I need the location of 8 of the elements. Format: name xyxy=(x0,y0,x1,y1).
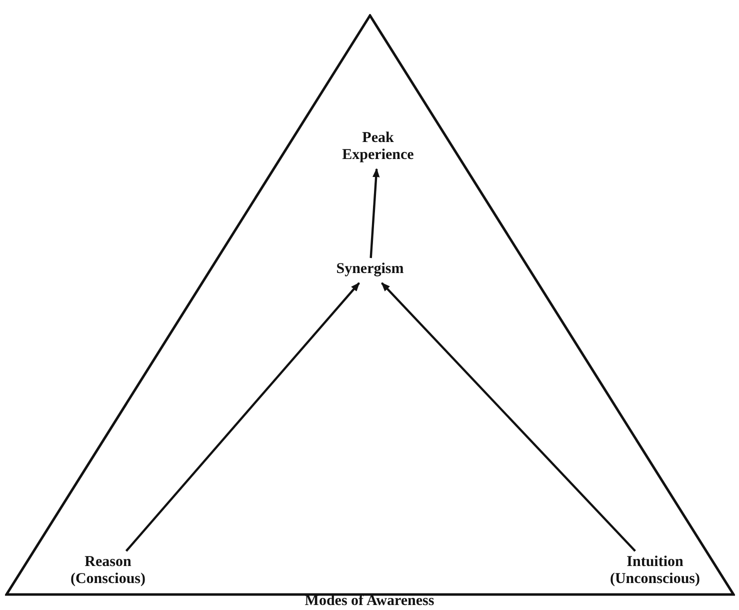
caption: Modes of Awareness xyxy=(304,594,436,609)
node-label: Reason (Conscious) xyxy=(69,554,146,588)
arrow xyxy=(370,168,380,258)
arrow xyxy=(381,282,636,552)
node-label: Synergism xyxy=(335,261,405,278)
node-label: Intuition (Unconscious) xyxy=(608,554,701,588)
node-label: Peak Experience xyxy=(341,130,415,164)
arrow xyxy=(125,282,360,552)
